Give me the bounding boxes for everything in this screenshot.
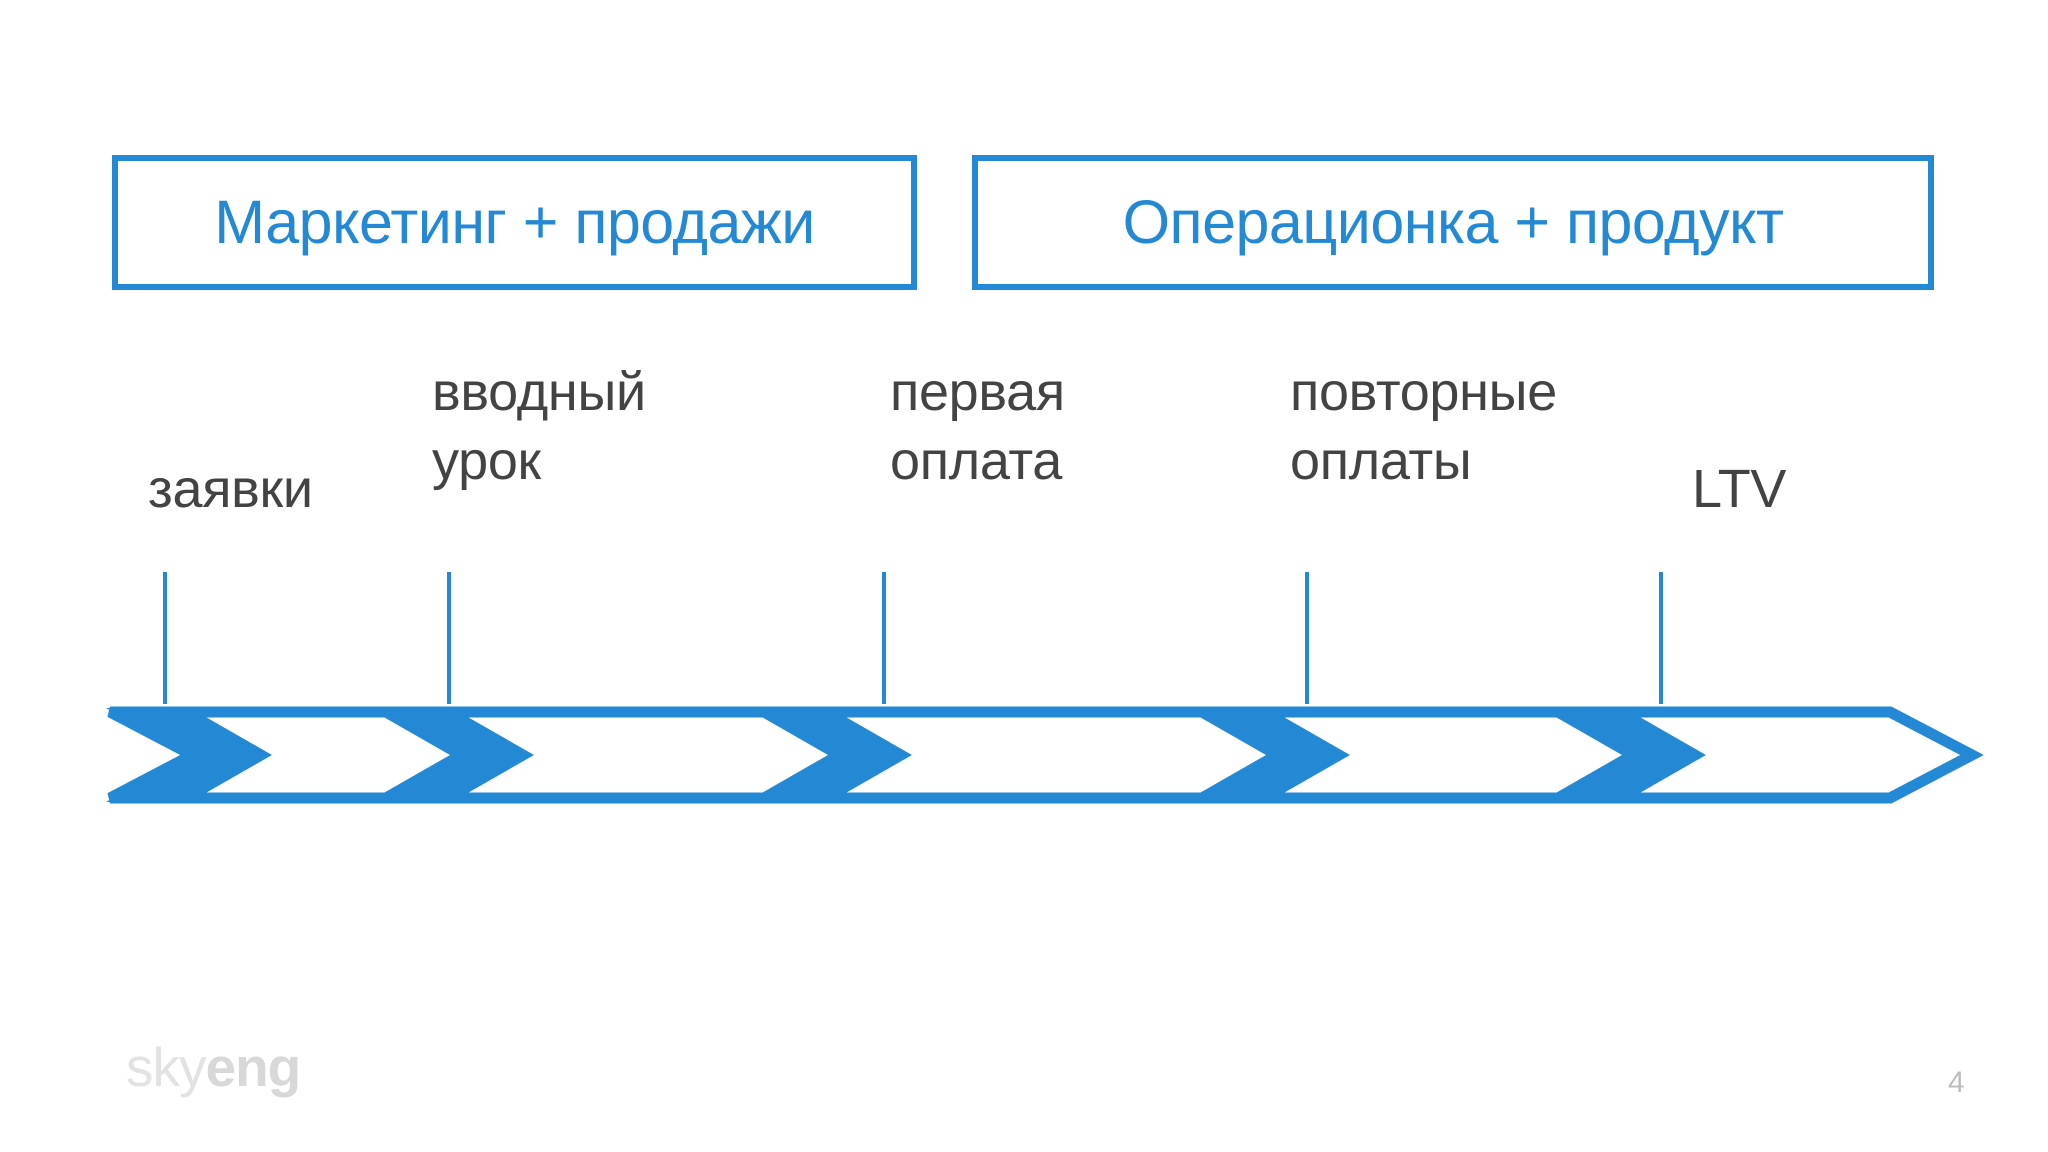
stage-tick-ltv (1659, 572, 1663, 704)
chevron-segment-2 (368, 708, 534, 802)
chevron-segment-4 (1184, 708, 1350, 802)
stage-tick-zayavki (163, 572, 167, 704)
chevron-segment-1 (106, 708, 272, 802)
stage-label-pervaya-oplata: первая оплата (890, 362, 1065, 492)
phase-box-marketing-sales: Маркетинг + продажи (112, 155, 917, 290)
stage-tick-vvodnyy-urok (447, 572, 451, 704)
stage-label-zayavki: заявки (148, 459, 313, 519)
phase-label: Операционка + продукт (1122, 188, 1784, 256)
funnel-chevron-bar (100, 700, 1984, 810)
stage-tick-pervaya-oplata (882, 572, 886, 704)
page-number: 4 (1948, 1066, 1965, 1099)
logo-text-sky: sky (126, 1036, 206, 1098)
stage-tick-povtornye-oplaty (1305, 572, 1309, 704)
skyeng-logo: skyeng (126, 1040, 301, 1095)
phase-box-operations-product: Операционка + продукт (972, 155, 1934, 290)
chevron-segment-3 (746, 708, 912, 802)
chevron-segment-5 (1540, 708, 1706, 802)
stage-label-povtornye-oplaty: повторные оплаты (1290, 362, 1557, 492)
stage-label-ltv: LTV (1692, 459, 1787, 519)
logo-text-eng: eng (205, 1036, 302, 1098)
arrow-bar-bottom-rail (188, 793, 1894, 802)
phase-label: Маркетинг + продажи (214, 188, 815, 256)
stage-label-vvodnyy-urok: вводный урок (432, 362, 646, 492)
arrow-bar-top-rail (188, 708, 1894, 717)
